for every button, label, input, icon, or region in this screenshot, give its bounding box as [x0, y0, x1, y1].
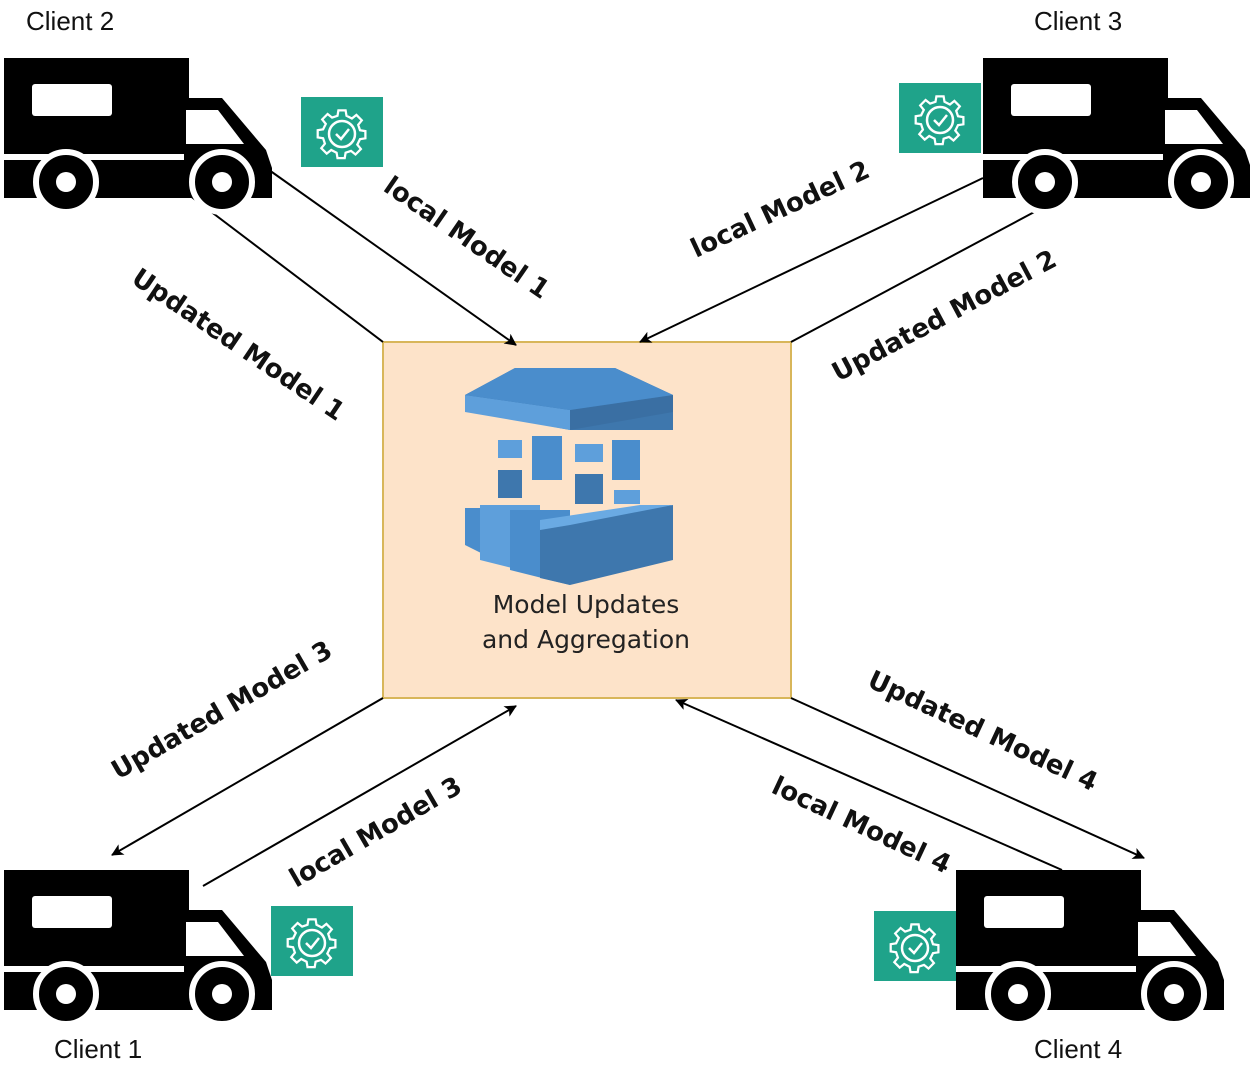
gear-check-icon	[269, 904, 355, 978]
label-updated-model-3: Updated Model 3	[107, 635, 338, 786]
label-local-model-4: local Model 4	[767, 771, 955, 880]
arrow-local-model-3	[202, 705, 517, 887]
label-updated-model-2: Updated Model 2	[827, 244, 1062, 388]
client-1: Client 1	[4, 870, 355, 1064]
arrow-local-model-4	[675, 698, 1063, 871]
aggregation-stack-icon	[465, 368, 673, 585]
client-3: Client 3	[897, 6, 1250, 212]
arrow-updated-model-3	[111, 697, 384, 856]
arrow-local-model-2	[639, 177, 984, 343]
gear-check-icon	[897, 81, 983, 155]
truck-icon	[983, 58, 1250, 212]
client-3-label: Client 3	[1034, 6, 1122, 36]
label-updated-model-1: Updated Model 1	[126, 263, 350, 427]
label-updated-model-4: Updated Model 4	[863, 665, 1102, 798]
truck-icon	[4, 870, 272, 1024]
arrow-updated-model-4	[790, 697, 1145, 859]
arrow-updated-model-2	[790, 193, 1069, 343]
server-label-line2: and Aggregation	[482, 625, 690, 654]
client-4: Client 4	[872, 870, 1224, 1064]
truck-icon	[956, 870, 1224, 1024]
aggregation-server: Model Updates and Aggregation	[382, 341, 792, 699]
truck-icon	[4, 58, 272, 212]
label-local-model-1: local Model 1	[378, 171, 555, 305]
edges	[111, 164, 1145, 887]
client-4-label: Client 4	[1034, 1034, 1122, 1064]
label-local-model-3: local Model 3	[285, 771, 468, 894]
client-2-label: Client 2	[26, 6, 114, 36]
gear-check-icon	[872, 909, 958, 983]
server-label-line1: Model Updates	[493, 590, 680, 619]
gear-check-icon	[299, 95, 385, 169]
client-1-label: Client 1	[54, 1034, 142, 1064]
arrow-local-model-1	[261, 164, 517, 346]
client-2: Client 2	[4, 6, 385, 212]
label-local-model-2: local Model 2	[686, 155, 874, 264]
